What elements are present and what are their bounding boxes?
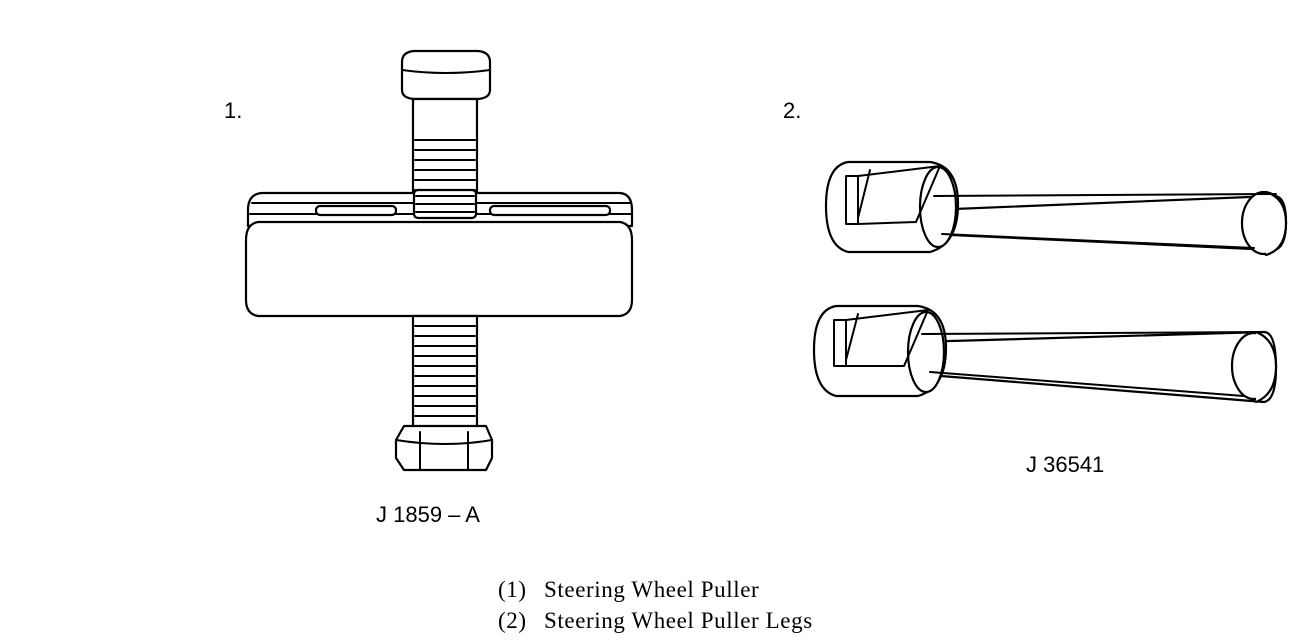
legend: (1) Steering Wheel Puller (2) Steering Whe…: [498, 574, 813, 636]
legend-text: Steering Wheel Puller Legs: [544, 608, 813, 633]
legend-item: (2) Steering Wheel Puller Legs: [498, 605, 813, 636]
figure-2-number: 2.: [783, 98, 802, 123]
tool-id-label-1: J 1859 – A: [376, 502, 480, 527]
legend-item: (1) Steering Wheel Puller: [498, 574, 813, 605]
legend-key: (2): [498, 608, 527, 633]
tool-id-label-2: J 36541: [1026, 452, 1105, 477]
puller-tool-icon: [244, 49, 634, 472]
legend-text: Steering Wheel Puller: [544, 577, 760, 602]
puller-legs-icon: [812, 160, 1288, 404]
legend-key: (1): [498, 577, 527, 602]
figure-1-number: 1.: [224, 98, 243, 123]
